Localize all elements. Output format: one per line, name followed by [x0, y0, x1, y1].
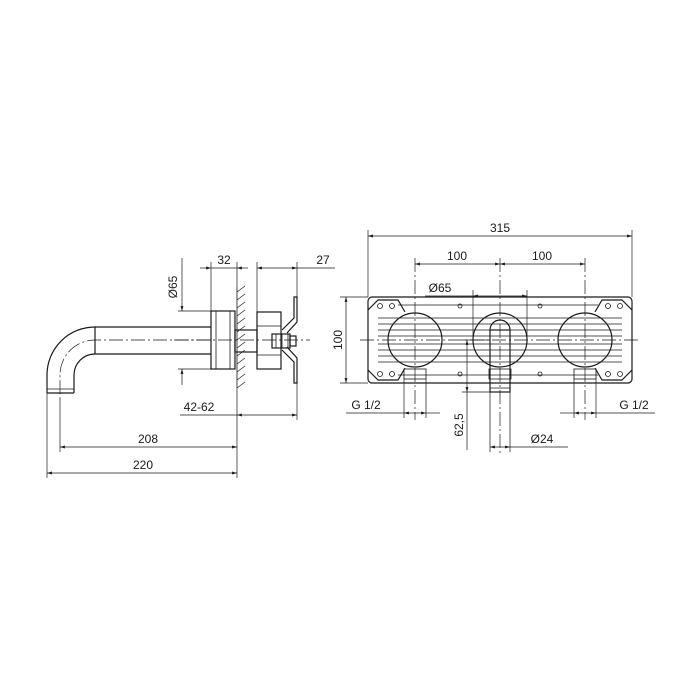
dim-side-208: 208 [59, 398, 238, 478]
dim-front-height-100: 100 [331, 296, 368, 384]
dim-side-220: 220 [46, 393, 237, 478]
label-side-32: 32 [217, 253, 231, 267]
label-side-220: 220 [133, 458, 153, 472]
label-side-d65: Ø65 [166, 275, 180, 298]
label-side-42-62: 42-62 [184, 400, 215, 414]
front-view: 315 100 100 Ø65 100 [331, 221, 655, 454]
label-front-100-height: 100 [331, 330, 345, 350]
dim-front-diameter-65: Ø65 [425, 281, 528, 340]
dim-side-32: 32 [200, 253, 248, 311]
label-front-g-left: G 1/2 [351, 398, 381, 412]
spout [46, 326, 211, 398]
dim-front-62-5: 62,5 [452, 339, 490, 450]
dim-side-42-62: 42-62 [180, 383, 298, 420]
dim-front-g-right: G 1/2 [560, 378, 655, 418]
dim-side-27: 27 [256, 253, 335, 312]
label-front-d65: Ø65 [429, 281, 452, 295]
label-front-d24: Ø24 [531, 432, 554, 446]
dim-front-diameter-24: Ø24 [489, 392, 568, 452]
label-front-315: 315 [490, 221, 510, 235]
side-view: Ø65 32 27 42-62 [46, 253, 335, 478]
label-front-62-5: 62,5 [452, 413, 466, 437]
label-side-208: 208 [138, 432, 158, 446]
label-side-27: 27 [316, 253, 330, 267]
dim-side-diameter-65: Ø65 [166, 258, 213, 385]
label-front-100-left: 100 [447, 249, 467, 263]
dim-front-315: 315 [367, 221, 633, 297]
wall-hatch [236, 285, 246, 389]
valve-body [234, 296, 298, 384]
dim-front-100-spacing: 100 100 [415, 249, 585, 266]
dim-front-g-left: G 1/2 [346, 378, 440, 418]
label-front-100-right: 100 [532, 249, 552, 263]
label-front-g-right: G 1/2 [619, 398, 649, 412]
